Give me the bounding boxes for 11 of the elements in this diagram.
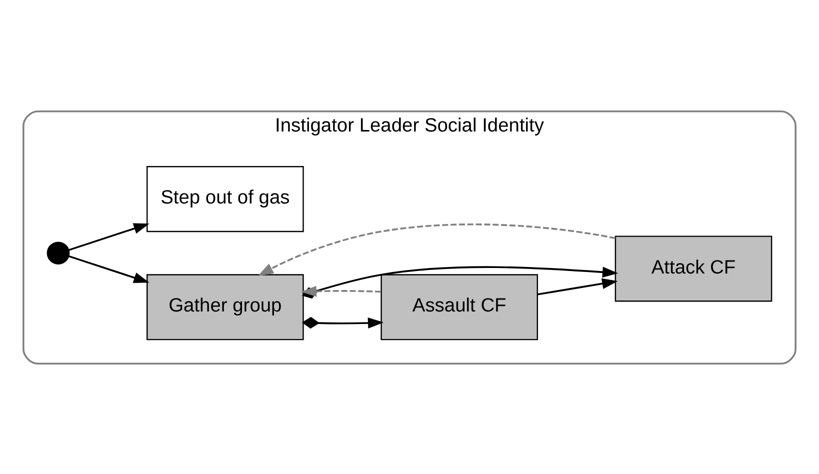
arrow <box>300 285 381 296</box>
arrow <box>302 316 384 328</box>
arrow <box>68 254 150 282</box>
node-box: Assault CF <box>380 274 538 340</box>
arrow <box>68 222 150 250</box>
arrow <box>538 278 618 295</box>
arrow <box>258 223 616 276</box>
node-box: Step out of gas <box>146 166 304 232</box>
node-box: Attack CF <box>614 235 772 302</box>
node-circle <box>46 241 70 264</box>
node-box: Gather group <box>146 274 304 340</box>
